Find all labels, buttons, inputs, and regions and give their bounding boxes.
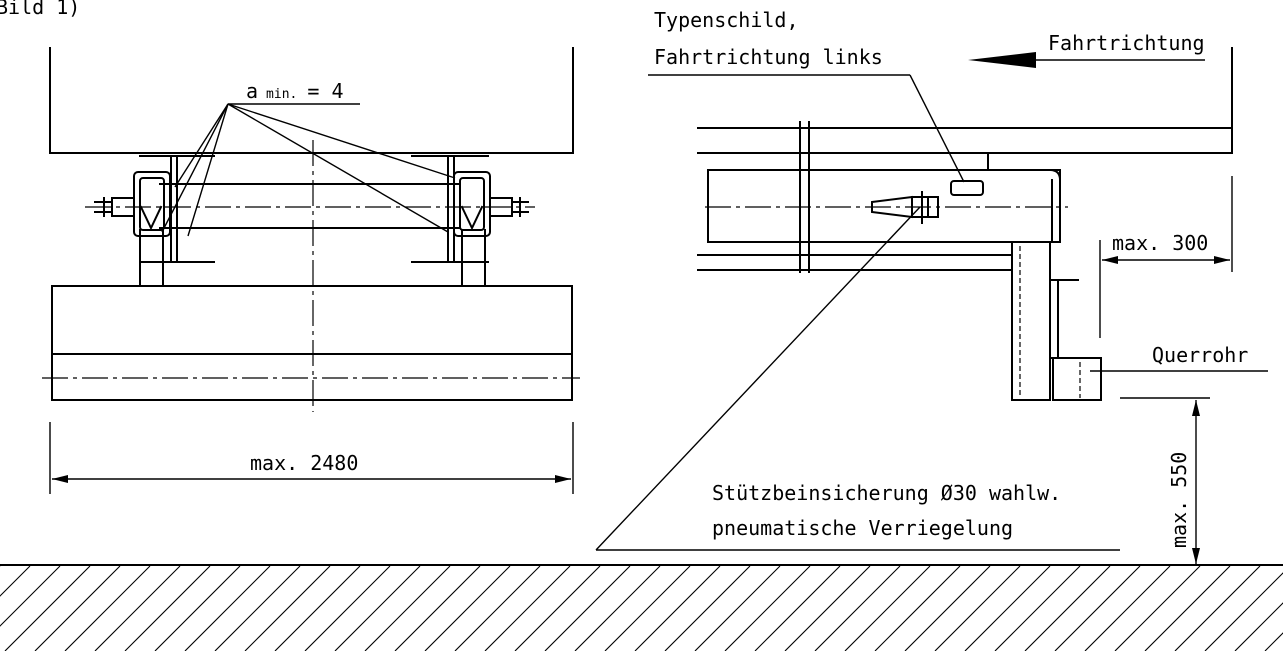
hatch-line	[484, 565, 571, 651]
hatch-line	[274, 565, 361, 651]
ground	[0, 564, 1283, 651]
hatch-line	[544, 565, 631, 651]
hatch-line	[634, 565, 721, 651]
gap-value: = 4	[307, 79, 343, 103]
ground-hatching	[0, 565, 1283, 651]
hatch-line	[94, 565, 181, 651]
gap-a: a	[246, 79, 258, 103]
hatch-line	[34, 565, 121, 651]
locking-pin	[871, 191, 939, 224]
figure-label: Bild 1)	[0, 0, 80, 19]
hatch-line	[0, 565, 31, 597]
hatch-line	[454, 565, 541, 651]
hatch-line	[214, 565, 301, 651]
hatch-line	[1084, 565, 1171, 651]
height-dimension-label: max. 550	[1167, 452, 1191, 548]
type-plate-leader	[648, 74, 965, 183]
support-leg-leader	[595, 206, 1120, 551]
hatch-line	[874, 565, 961, 651]
cross-tube-section	[1052, 357, 1102, 401]
lower-frame	[42, 285, 580, 401]
type-plate-label-line2: Fahrtrichtung links	[654, 45, 883, 69]
hatch-line	[1204, 572, 1283, 651]
hatch-line	[814, 565, 901, 651]
hatch-line	[904, 565, 991, 651]
left-support-leg	[94, 171, 171, 286]
cross-tube-label: Querrohr	[1152, 343, 1248, 367]
side-view: max. 300 max. 550 Querrohr Fahrtrichtung…	[595, 8, 1268, 564]
hatch-line	[394, 565, 481, 651]
support-leg-label-line2: pneumatische Verriegelung	[712, 516, 1013, 540]
hatch-line	[184, 565, 271, 651]
direction-label: Fahrtrichtung	[1048, 31, 1205, 55]
hatch-line	[1024, 565, 1111, 651]
hatch-line	[334, 565, 421, 651]
hatch-line	[154, 565, 241, 651]
rear-view: a min. = 4 max. 2480	[42, 47, 580, 494]
hatch-line	[964, 565, 1051, 651]
side-support-leg	[1011, 241, 1102, 401]
hatch-line	[514, 565, 601, 651]
hatch-line	[754, 565, 841, 651]
hatch-line	[844, 565, 931, 651]
hatch-line	[4, 565, 91, 651]
hatch-line	[574, 565, 661, 651]
hatch-line	[1054, 565, 1141, 651]
hatch-line	[1264, 632, 1283, 651]
hatch-line	[694, 565, 781, 651]
hatch-line	[994, 565, 1081, 651]
hatch-line	[244, 565, 331, 651]
support-leg-label-line1: Stützbeinsicherung Ø30 wahlw.	[712, 481, 1061, 505]
hatch-line	[64, 565, 151, 651]
overhang-dimension-label: max. 300	[1112, 231, 1208, 255]
height-dimension	[1120, 397, 1210, 564]
direction-arrow	[968, 52, 1205, 68]
hatch-line	[364, 565, 451, 651]
hatch-line	[1174, 565, 1261, 651]
gap-leader	[161, 103, 456, 237]
hatch-line	[304, 565, 391, 651]
hatch-line	[934, 565, 1021, 651]
hatch-line	[1234, 602, 1283, 651]
hatch-line	[1144, 565, 1231, 651]
width-dimension-label: max. 2480	[250, 451, 358, 475]
hatch-line	[1114, 565, 1201, 651]
hatch-line	[0, 565, 61, 627]
crossbar-tube	[85, 183, 535, 229]
crossbar-side	[707, 169, 1061, 243]
hatch-line	[124, 565, 211, 651]
width-dimension	[49, 422, 574, 494]
hatch-line	[784, 565, 871, 651]
hatch-line	[604, 565, 691, 651]
hatch-line	[724, 565, 811, 651]
type-plate	[950, 180, 984, 196]
gap-min: min.	[266, 87, 297, 102]
overhang-dimension	[1099, 176, 1233, 338]
type-plate-label-line1: Typenschild,	[654, 8, 799, 32]
hatch-line	[664, 565, 751, 651]
right-support-leg	[453, 171, 529, 286]
gap-label: a min. = 4	[246, 79, 343, 103]
hatch-line	[424, 565, 511, 651]
